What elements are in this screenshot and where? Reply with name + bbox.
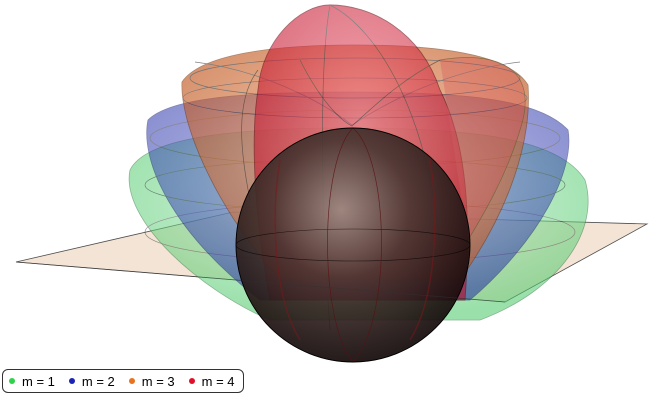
legend-dot-m4 (188, 378, 195, 384)
legend-label-m1: m = 1 (22, 373, 55, 389)
legend-item-m1: m = 1 (9, 374, 55, 389)
plane-edge-overlay (15, 261, 506, 303)
legend-dot-m1 (9, 378, 15, 384)
legend-item-m4: m = 4 (188, 373, 235, 389)
legend-dot-m3 (128, 378, 135, 384)
legend-dot-m2 (68, 378, 75, 384)
legend-label-m4: m = 4 (201, 373, 235, 389)
legend-item-m3: m = 3 (128, 373, 175, 389)
legend: m = 1 m = 2 m = 3 m = 4 (2, 369, 244, 393)
legend-label-m3: m = 3 (141, 373, 175, 389)
legend-label-m2: m = 2 (81, 373, 115, 389)
center-sphere (235, 127, 471, 363)
legend-item-m2: m = 2 (68, 373, 115, 389)
